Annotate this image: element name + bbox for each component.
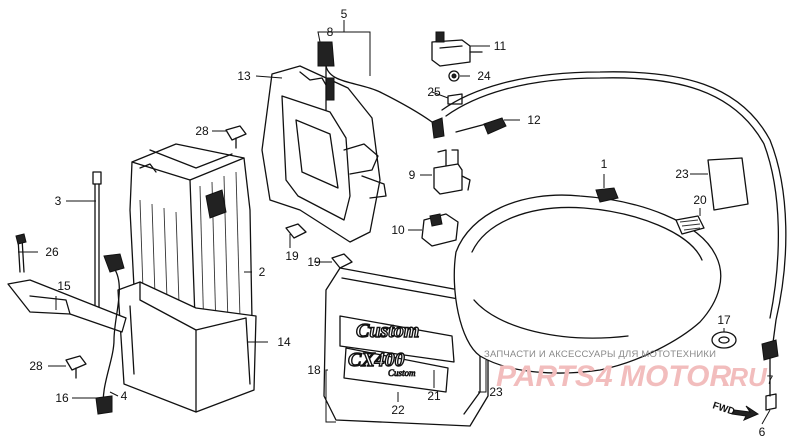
callout-18: 18 <box>307 363 321 377</box>
regulator <box>433 149 471 195</box>
callout-22: 22 <box>391 403 405 417</box>
watermark-brand: PARTS <box>496 360 595 393</box>
callout-23: 23 <box>489 385 503 399</box>
callout-5: 5 <box>341 7 348 21</box>
caution-label <box>707 157 749 211</box>
callout-6: 6 <box>759 425 766 439</box>
callout-1: 1 <box>601 157 608 171</box>
battery-case <box>117 281 257 413</box>
cable-assembly <box>441 71 787 351</box>
bolt-bottom <box>65 355 87 379</box>
badge-text: Custom CX400 Custom <box>347 319 420 378</box>
callout-12: 12 <box>527 113 541 127</box>
callout-28b: 28 <box>29 359 43 373</box>
flasher-unit <box>421 213 459 247</box>
battery-band <box>7 279 127 333</box>
callout-28a: 28 <box>195 124 209 138</box>
battery-cable <box>95 253 125 415</box>
callout-9: 9 <box>409 168 416 182</box>
ignitor-bracket <box>261 65 387 243</box>
bolt-top <box>225 125 247 149</box>
callout-13: 13 <box>237 69 251 83</box>
side-cover-outer <box>453 187 722 374</box>
grommet-17 <box>711 331 737 349</box>
battery-rod <box>92 171 102 319</box>
callout-17: 17 <box>717 313 731 327</box>
callout-24: 23 <box>675 167 689 181</box>
badge-custom-upper: Custom <box>356 320 419 342</box>
watermark-tagline: ЗАПЧАСТИ И АКСЕССУАРЫ ДЛЯ МОТОТЕХНИКИ <box>484 349 716 360</box>
watermark-brand2: MOTOR <box>620 360 731 393</box>
callout-25: 24 <box>477 69 491 83</box>
callout-19a: 19 <box>285 249 299 263</box>
callout-21: 21 <box>427 389 441 403</box>
callout-8: 8 <box>327 25 334 39</box>
callout-labels: 5 8 13 28 3 26 15 2 19 19 14 28 16 4 18 … <box>29 7 773 439</box>
watermark-domain: .RU <box>722 362 768 392</box>
callout-3: 3 <box>55 194 62 208</box>
badge-cx400: CX400 <box>348 349 405 371</box>
callout-14: 14 <box>277 335 291 349</box>
watermark: ЗАПЧАСТИ И АКСЕССУАРЫ ДЛЯ МОТОТЕХНИКИ PA… <box>484 349 768 393</box>
callout-26: 25 <box>427 85 441 99</box>
badge-custom-lower: Custom <box>388 368 416 378</box>
callout-11: 11 <box>494 39 507 53</box>
cable-end <box>761 339 779 411</box>
grommets <box>285 223 353 269</box>
clip <box>15 233 27 273</box>
callout-19b: 19 <box>307 255 321 269</box>
leader-lines <box>18 20 771 425</box>
callout-16: 16 <box>55 391 69 405</box>
wire-harness <box>317 41 445 139</box>
forward-arrow: FWD <box>711 400 760 421</box>
callout-10: 10 <box>391 223 405 237</box>
callout-15: 15 <box>57 279 71 293</box>
callout-7: 7 <box>767 373 774 387</box>
callout-4: 4 <box>121 389 128 403</box>
callout-20: 20 <box>693 193 707 207</box>
callout-2: 2 <box>259 265 266 279</box>
callout-27: 26 <box>45 245 59 259</box>
starter-relay <box>431 31 483 105</box>
watermark-separator: 4 <box>595 360 613 393</box>
fwd-label: FWD <box>711 400 736 418</box>
emblem <box>339 315 455 393</box>
